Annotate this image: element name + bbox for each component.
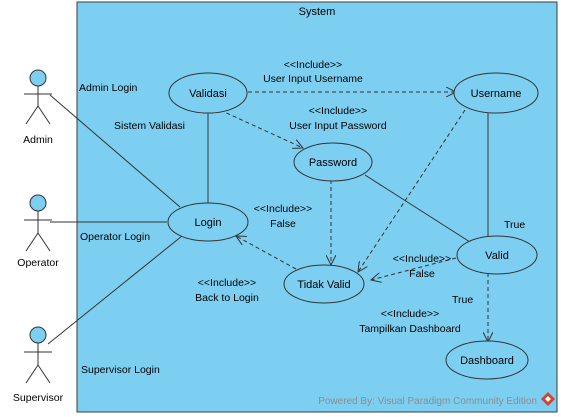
- edge-valid-tidakvalid: [371, 257, 457, 280]
- edge-include-password: [219, 109, 303, 148]
- label-sistem-validasi: Sistem Validasi: [114, 120, 185, 132]
- edge-username-tidakvalid: [358, 109, 466, 272]
- use-case-login[interactable]: Login: [167, 202, 249, 242]
- use-case-validasi-label: Validasi: [189, 88, 227, 100]
- label-operator-login: Operator Login: [80, 231, 150, 243]
- edge-password-valid: [364, 174, 471, 243]
- use-case-validasi[interactable]: Validasi: [168, 72, 248, 114]
- use-case-valid[interactable]: Valid: [456, 235, 538, 275]
- label-include-username-text: User Input Username: [263, 73, 363, 85]
- edge-tidakvalid-login: [236, 236, 297, 270]
- use-case-password[interactable]: Password: [293, 142, 373, 182]
- label-dashboard-true: True: [452, 294, 473, 306]
- edge-admin-login: [49, 94, 181, 208]
- associations: [47, 94, 489, 345]
- label-include-password-stereotype: <<Include>>: [309, 105, 367, 117]
- label-include-password-false-text: False: [270, 218, 296, 230]
- use-case-dashboard[interactable]: Dashboard: [445, 340, 529, 380]
- use-case-tidak-valid[interactable]: Tidak Valid: [283, 264, 365, 304]
- actor-operator-label: Operator: [17, 257, 59, 269]
- system-title: System: [299, 6, 336, 18]
- use-case-login-label: Login: [195, 217, 222, 229]
- actor-supervisor-label: Supervisor: [13, 392, 64, 404]
- label-include-back-login-text: Back to Login: [195, 292, 259, 304]
- label-include-password-false-stereotype: <<Include>>: [254, 203, 312, 215]
- actor-admin[interactable]: [24, 69, 52, 125]
- use-case-username-label: Username: [471, 88, 522, 100]
- edge-supervisor-login: [47, 235, 183, 345]
- label-include-dashboard-stereotype: <<Include>>: [381, 308, 439, 320]
- label-admin-login: Admin Login: [79, 82, 138, 94]
- use-case-valid-label: Valid: [485, 250, 509, 262]
- label-include-username-stereotype: <<Include>>: [284, 59, 342, 71]
- actor-operator[interactable]: [24, 194, 52, 252]
- use-case-username[interactable]: Username: [453, 72, 539, 114]
- actor-admin-label: Admin: [23, 134, 53, 146]
- use-case-tidak-valid-label: Tidak Valid: [297, 279, 350, 291]
- label-include-back-login-stereotype: <<Include>>: [198, 277, 256, 289]
- use-case-dashboard-label: Dashboard: [460, 355, 514, 367]
- label-username-valid-true: True: [504, 219, 525, 231]
- label-include-dashboard-text: Tampilkan Dashboard: [359, 323, 461, 335]
- label-include-valid-false-stereotype: <<Include>>: [393, 253, 451, 265]
- use-case-password-label: Password: [309, 157, 357, 169]
- label-include-password-text: User Input Password: [289, 120, 387, 132]
- visual-paradigm-logo-icon: [541, 392, 555, 406]
- include-dependencies: [219, 92, 488, 342]
- label-supervisor-login: Supervisor Login: [81, 364, 160, 376]
- label-include-valid-false-text: False: [409, 268, 435, 280]
- actor-supervisor[interactable]: [24, 326, 52, 384]
- footer-powered-by: Powered By: Visual Paradigm Community Ed…: [318, 396, 537, 407]
